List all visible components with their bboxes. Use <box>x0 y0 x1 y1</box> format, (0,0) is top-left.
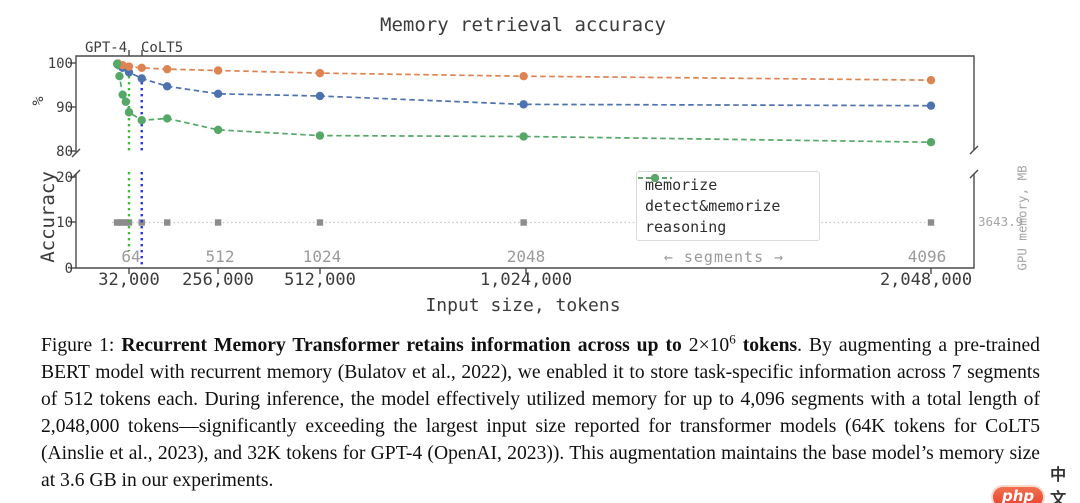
series-point-reasoning <box>519 132 528 141</box>
axis-break-marks <box>71 145 979 179</box>
gpu-memory-value: 3643.9 <box>978 214 1024 229</box>
y-tick-10: 10 <box>56 215 73 231</box>
axis-ticks <box>70 50 932 274</box>
segment-label-2048: 2048 <box>506 247 546 266</box>
series-point-detect&memorize <box>162 64 172 74</box>
series-line-memorize <box>117 64 932 107</box>
segment-label-64: 64 <box>121 247 141 266</box>
series-point-detect&memorize <box>124 62 134 71</box>
series-point-detect&memorize <box>213 66 223 75</box>
gpu-memory-marker <box>927 219 935 226</box>
series-point-memorize <box>137 74 146 83</box>
chart-title: Memory retrieval accuracy <box>380 14 666 36</box>
series-point-memorize <box>519 100 528 109</box>
legend-label-memorize: memorize <box>645 175 718 194</box>
series-point-reasoning <box>137 116 146 125</box>
series-point-memorize <box>315 91 325 101</box>
series-point-reasoning <box>115 72 124 81</box>
gpu-memory-marker <box>316 219 324 226</box>
x-tick-512000: 512,000 <box>284 270 356 290</box>
x-tick-1024000: 1,024,000 <box>479 270 573 290</box>
legend-label-detect-memorize: detect&memorize <box>645 196 781 215</box>
chart-figure: Memory retrieval accuracy GPT-4 CoLT5 % … <box>29 14 1030 316</box>
segment-label-1024: 1024 <box>302 247 342 266</box>
legend-entry-reasoning: reasoning <box>637 174 819 238</box>
x-tick-2048000: 2,048,000 <box>879 270 973 290</box>
watermark-site-name: 中文网 <box>1050 465 1067 503</box>
series-point-memorize <box>926 101 936 110</box>
series-point-memorize <box>213 89 223 99</box>
gpu-memory-marker <box>163 219 171 226</box>
series-point-reasoning <box>213 125 223 135</box>
series-point-memorize <box>162 82 172 91</box>
x-axis-label: Input size, tokens <box>425 295 621 316</box>
x-tick-32000: 32,000 <box>98 270 160 290</box>
series-point-reasoning <box>112 59 122 69</box>
php-logo-badge: php <box>991 485 1046 503</box>
gpu-memory-axis-label: GPU memory, MB <box>1014 165 1030 271</box>
series-point-detect&memorize <box>137 63 146 73</box>
series-point-reasoning <box>121 97 131 106</box>
caption-bold-tokens: tokens <box>735 335 798 356</box>
gpu-memory-marker <box>520 219 527 226</box>
watermark-link[interactable]: php 中文网 <box>991 461 1080 503</box>
series-point-reasoning <box>124 108 134 117</box>
x-tick-256000: 256,000 <box>182 270 254 290</box>
series-point-reasoning <box>118 90 127 99</box>
caption-math-exponent: 6 <box>729 331 736 347</box>
series-point-reasoning <box>926 138 936 147</box>
series-point-detect&memorize <box>519 72 528 81</box>
caption-figure-label: Figure 1: <box>41 335 122 356</box>
y-tick-100: 100 <box>47 56 73 72</box>
segments-axis-note: ← segments → <box>663 248 785 266</box>
colt5-annotation: CoLT5 <box>141 40 184 56</box>
y-tick-90: 90 <box>56 100 73 116</box>
series-point-reasoning <box>162 114 172 123</box>
chart-canvas <box>70 50 979 274</box>
caption-bold-intro: Recurrent Memory Transformer retains inf… <box>121 335 689 356</box>
gpu-memory-marker <box>138 219 145 226</box>
segment-label-512: 512 <box>205 247 235 266</box>
gpu-memory-marker <box>125 219 133 226</box>
segment-label-4096: 4096 <box>907 247 947 266</box>
legend: memorize detect&memorize reasoning <box>636 171 820 241</box>
legend-marker-reasoning <box>638 174 672 182</box>
legend-label-reasoning: reasoning <box>645 218 727 237</box>
gpt4-annotation: GPT-4 <box>85 40 128 56</box>
series-point-reasoning <box>315 131 325 140</box>
series-point-detect&memorize <box>315 68 325 78</box>
axis-spines <box>75 55 975 269</box>
gpu-memory-marker <box>214 219 222 226</box>
series-point-detect&memorize <box>926 75 936 85</box>
figure-caption: Figure 1: Recurrent Memory Transformer r… <box>41 332 1040 495</box>
caption-body: . By augmenting a pre-trained BERT model… <box>41 335 1040 492</box>
y-tick-80: 80 <box>56 144 73 160</box>
y-tick-20: 20 <box>56 170 73 186</box>
caption-math-base: 2×10 <box>688 335 730 356</box>
y-tick-0: 0 <box>64 261 73 277</box>
legend-entry-detect-memorize: detect&memorize <box>637 174 819 216</box>
